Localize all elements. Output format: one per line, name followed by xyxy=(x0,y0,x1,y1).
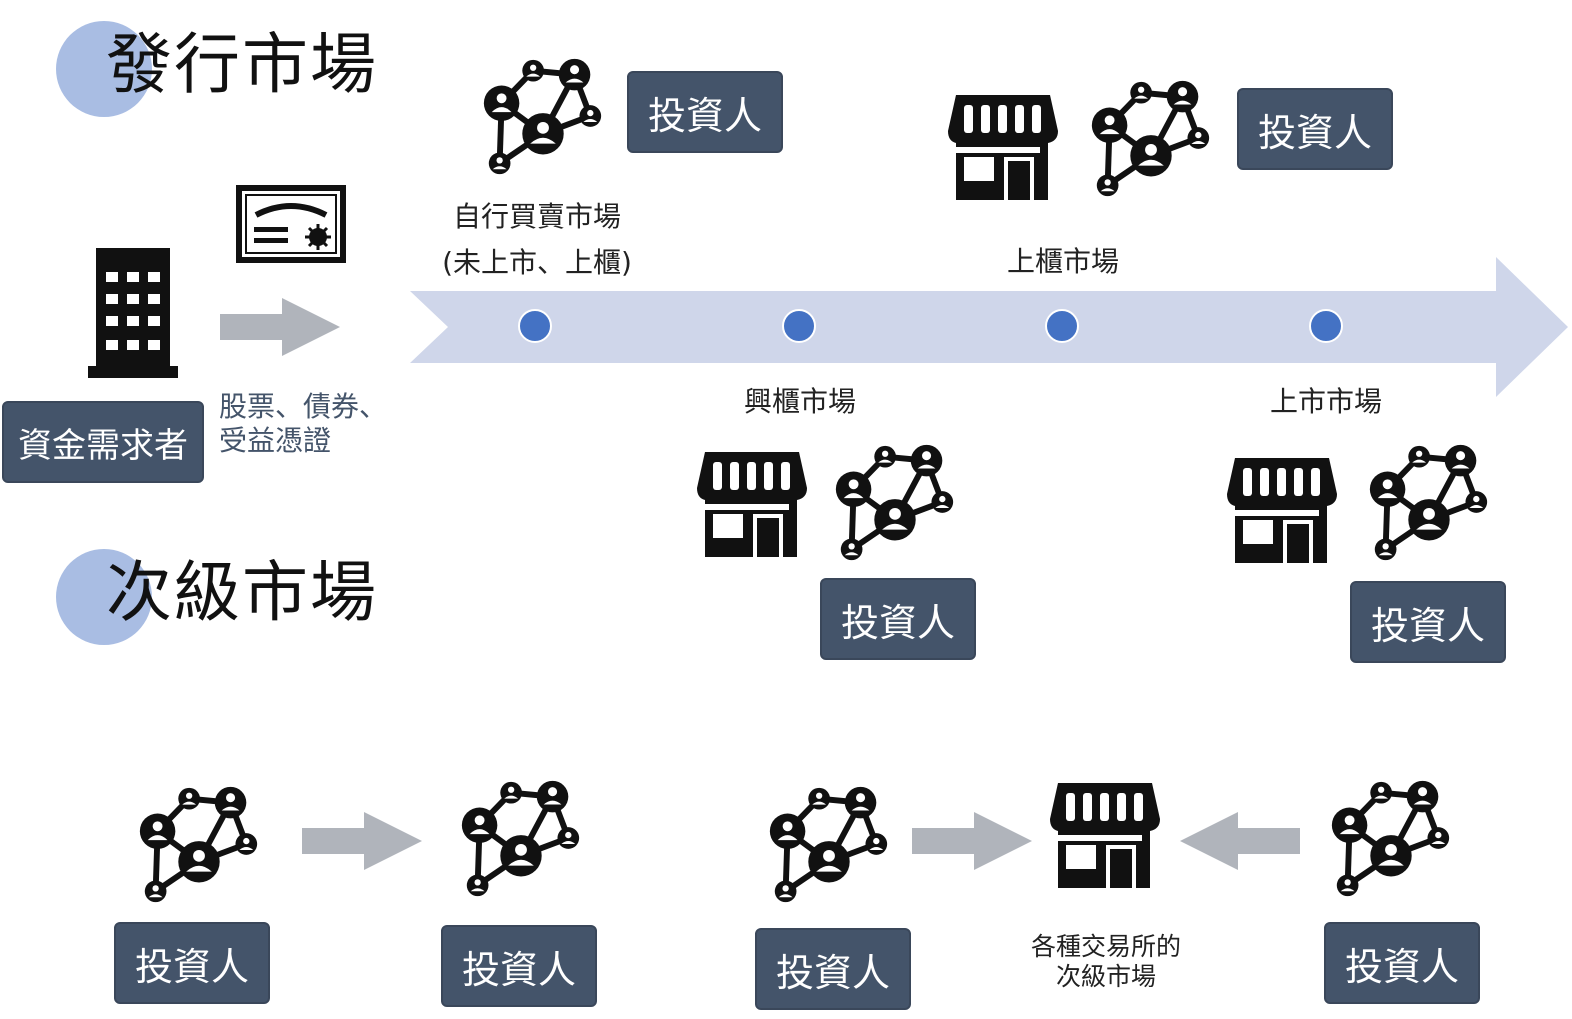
investor-network-icon xyxy=(826,444,964,564)
investor-box: 投資人 xyxy=(441,925,597,1007)
stage-label-otc: 上櫃市場 xyxy=(1006,245,1119,278)
investor-box: 投資人 xyxy=(627,71,783,153)
store-icon xyxy=(1050,783,1160,888)
primary-market-title: 發行市場 xyxy=(106,26,378,103)
investor-box: 投資人 xyxy=(755,928,911,1010)
timeline-dot-listed xyxy=(1309,309,1343,343)
investor-network-icon xyxy=(1322,780,1460,900)
certificate-icon xyxy=(236,185,346,263)
stage-label-listed: 上市市場 xyxy=(1269,385,1382,418)
investor-box: 投資人 xyxy=(1324,922,1480,1004)
stage-label-self-trading: 自行買賣市場 (未上市、上櫃) xyxy=(442,200,632,279)
gray-arrow-left-icon xyxy=(1180,812,1300,870)
gray-arrow-right-icon xyxy=(302,812,422,870)
timeline-arrow xyxy=(410,257,1568,397)
investor-network-icon xyxy=(1360,444,1498,564)
secondary-title-circle xyxy=(56,549,152,645)
stage-label-emerging: 興櫃市場 xyxy=(743,385,856,418)
secondary-market-title: 次級市場 xyxy=(106,554,378,631)
securities-label: 股票、債券、 受益憑證 xyxy=(219,390,388,457)
store-icon xyxy=(948,95,1058,200)
timeline-dot-otc xyxy=(1045,309,1079,343)
investor-box: 投資人 xyxy=(1350,581,1506,663)
issuer-box: 資金需求者 xyxy=(2,401,204,483)
investor-network-icon xyxy=(760,786,898,906)
timeline-dot-self-trading xyxy=(518,309,552,343)
store-icon xyxy=(1227,458,1337,563)
primary-title-circle xyxy=(56,21,152,117)
investor-network-icon xyxy=(452,780,590,900)
gray-arrow-right-icon xyxy=(220,298,340,356)
exchange-secondary-label: 各種交易所的 次級市場 xyxy=(1030,932,1181,991)
store-icon xyxy=(697,452,807,557)
office-building-icon xyxy=(88,248,178,378)
investor-box: 投資人 xyxy=(114,922,270,1004)
gray-arrow-right-icon xyxy=(912,812,1032,870)
investor-network-icon xyxy=(130,786,268,906)
investor-box: 投資人 xyxy=(820,578,976,660)
investor-box: 投資人 xyxy=(1237,88,1393,170)
timeline-dot-emerging xyxy=(782,309,816,343)
investor-network-icon xyxy=(474,58,612,178)
investor-network-icon xyxy=(1082,80,1220,200)
